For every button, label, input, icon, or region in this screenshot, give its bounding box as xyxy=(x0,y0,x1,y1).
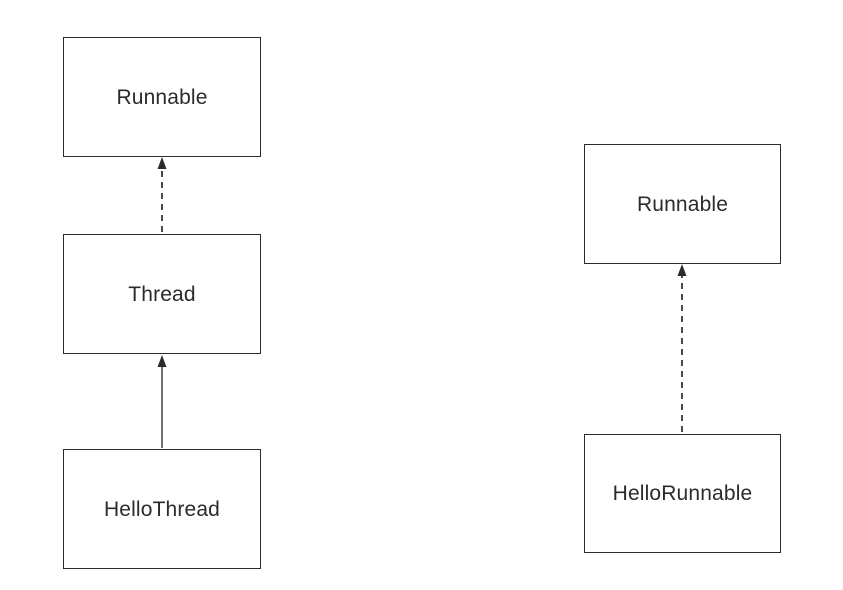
arrowhead-hellorunnable-runnable xyxy=(677,264,687,276)
class-box-label: Thread xyxy=(128,282,196,306)
class-box-runnable-left[interactable]: Runnable xyxy=(63,37,261,157)
class-box-runnable-right[interactable]: Runnable xyxy=(584,144,781,264)
arrowhead-hellothread-thread xyxy=(157,355,167,367)
class-box-label: HelloRunnable xyxy=(612,482,753,505)
class-box-hello-runnable[interactable]: HelloRunnable xyxy=(584,434,781,553)
class-box-label: HelloThread xyxy=(103,497,221,521)
edge-thread-implements-runnable xyxy=(157,157,167,232)
class-box-hello-thread[interactable]: HelloThread xyxy=(63,449,261,569)
arrowhead-thread-runnable xyxy=(157,157,167,169)
edge-hellothread-extends-thread xyxy=(157,355,167,448)
class-box-thread[interactable]: Thread xyxy=(63,234,261,354)
class-box-label: Runnable xyxy=(636,192,729,216)
class-box-label: Runnable xyxy=(116,85,208,109)
edge-hellorunnable-implements-runnable xyxy=(677,264,687,432)
